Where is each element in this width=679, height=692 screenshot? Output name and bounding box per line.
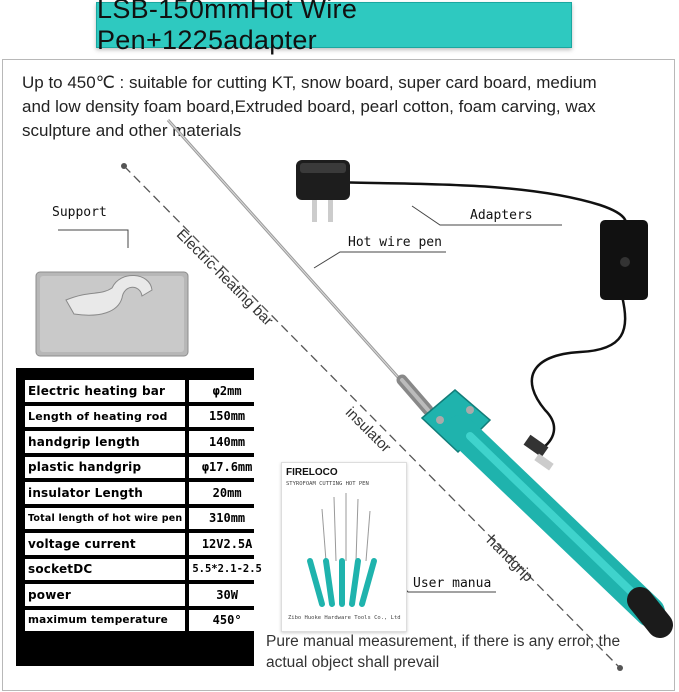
spec-value: 150mm (189, 405, 265, 427)
spec-value: 12V2.5A (189, 533, 265, 555)
adapter-prong-right (328, 200, 333, 222)
spec-label: Total length of hot wire pen (25, 507, 186, 529)
pen-cable (530, 295, 627, 452)
content-frame (2, 59, 675, 691)
dc-plug (523, 434, 549, 458)
manual-subtitle: STYROFOAM CUTTING HOT PEN (286, 481, 369, 487)
hotwire-callout-line (313, 251, 446, 269)
guide-line (123, 165, 621, 669)
pen-end-cap (627, 587, 673, 638)
spec-label: maximum temperature (25, 609, 186, 631)
title-text: LSB-150mmHot Wire Pen+1225adapter (97, 0, 358, 55)
dc-plug-tip (534, 453, 554, 471)
spec-label: socketDC (25, 558, 186, 580)
user-manual-label: User manua (413, 576, 492, 591)
spec-label: plastic handgrip (25, 456, 186, 478)
spec-value: φ2mm (189, 380, 265, 402)
spec-label: power (25, 584, 186, 606)
spec-label: Electric heating bar (25, 380, 186, 402)
manual-pens-illustration (307, 493, 377, 607)
guide-dot-bottom (617, 665, 623, 671)
title-banner: LSB-150mmHot Wire Pen+1225adapter (96, 0, 572, 55)
support-bracket (65, 275, 153, 316)
support-callout-line (58, 229, 129, 248)
description: Up to 450℃ : suitable for cutting KT, sn… (22, 73, 597, 140)
spec-value: 20mm (189, 482, 265, 504)
adapters-callout-line (411, 205, 562, 226)
spec-value: φ17.6mm (189, 456, 265, 478)
spec-label: handgrip length (25, 431, 186, 453)
footer-note: Pure manual measurement, if there is any… (266, 633, 621, 671)
switch-button (620, 257, 630, 267)
spec-value: 30W (189, 584, 265, 606)
support-label: Support (52, 205, 107, 220)
guide-dot-top (121, 163, 127, 169)
spec-label: Length of heating rod (25, 405, 186, 427)
spec-value: 5.5*2.1-2.5 (189, 558, 265, 580)
hot-wire-pen-label: Hot wire pen (348, 235, 442, 250)
manual-brand: FIRELOCO (286, 467, 338, 478)
spec-label: insulator Length (25, 482, 186, 504)
spec-value: 140mm (189, 431, 265, 453)
adapters-label: Adapters (470, 208, 533, 223)
spec-value: 310mm (189, 507, 265, 529)
spec-label: voltage current (25, 533, 186, 555)
manual-company: Zibo Huoke Hardware Tools Co., Ltd (288, 615, 401, 621)
user-manual: FIRELOCO STYROFOAM CUTTING HOT PEN Zibo … (281, 462, 407, 632)
adapter-prong-left (312, 200, 317, 222)
spec-value: 450° (189, 609, 265, 631)
